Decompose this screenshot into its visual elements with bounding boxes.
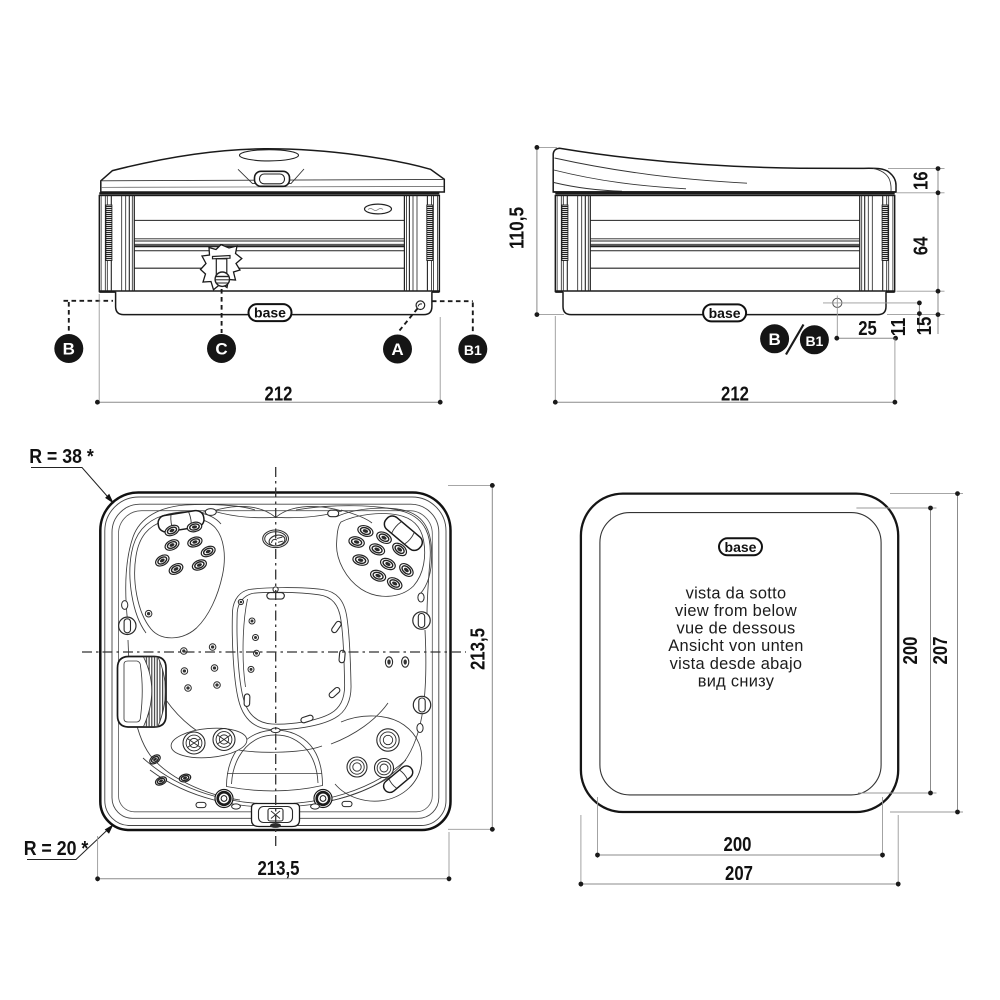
svg-text:207: 207 — [930, 637, 952, 665]
svg-text:213,5: 213,5 — [468, 628, 490, 670]
svg-text:110,5: 110,5 — [507, 207, 529, 249]
svg-text:C: C — [215, 340, 227, 359]
svg-text:207: 207 — [725, 863, 753, 885]
svg-text:R = 38 *: R = 38 * — [29, 446, 94, 468]
svg-text:B1: B1 — [464, 342, 482, 358]
svg-text:11: 11 — [888, 318, 910, 337]
svg-text:15: 15 — [914, 317, 936, 336]
svg-text:212: 212 — [265, 383, 293, 405]
svg-text:A: A — [391, 340, 403, 359]
svg-text:Ansicht von unten: Ansicht von unten — [668, 637, 803, 655]
svg-text:base: base — [254, 305, 286, 321]
svg-text:вид снизу: вид снизу — [698, 672, 775, 690]
svg-text:vue de dessous: vue de dessous — [676, 620, 795, 638]
svg-text:200: 200 — [900, 637, 922, 665]
svg-text:base: base — [725, 539, 757, 555]
svg-text:212: 212 — [721, 383, 749, 405]
svg-text:view from below: view from below — [675, 602, 797, 620]
svg-text:vista da sotto: vista da sotto — [686, 584, 787, 602]
svg-text:vista desde abajo: vista desde abajo — [670, 655, 803, 673]
svg-text:B: B — [768, 330, 780, 349]
svg-text:R = 20 *: R = 20 * — [24, 838, 89, 860]
svg-text:B: B — [63, 340, 75, 359]
svg-text:64: 64 — [911, 236, 933, 255]
svg-text:B1: B1 — [805, 333, 823, 349]
svg-text:base: base — [709, 305, 741, 321]
svg-text:16: 16 — [911, 171, 933, 190]
svg-text:200: 200 — [724, 834, 752, 856]
svg-text:25: 25 — [858, 318, 877, 340]
svg-text:213,5: 213,5 — [257, 858, 299, 880]
